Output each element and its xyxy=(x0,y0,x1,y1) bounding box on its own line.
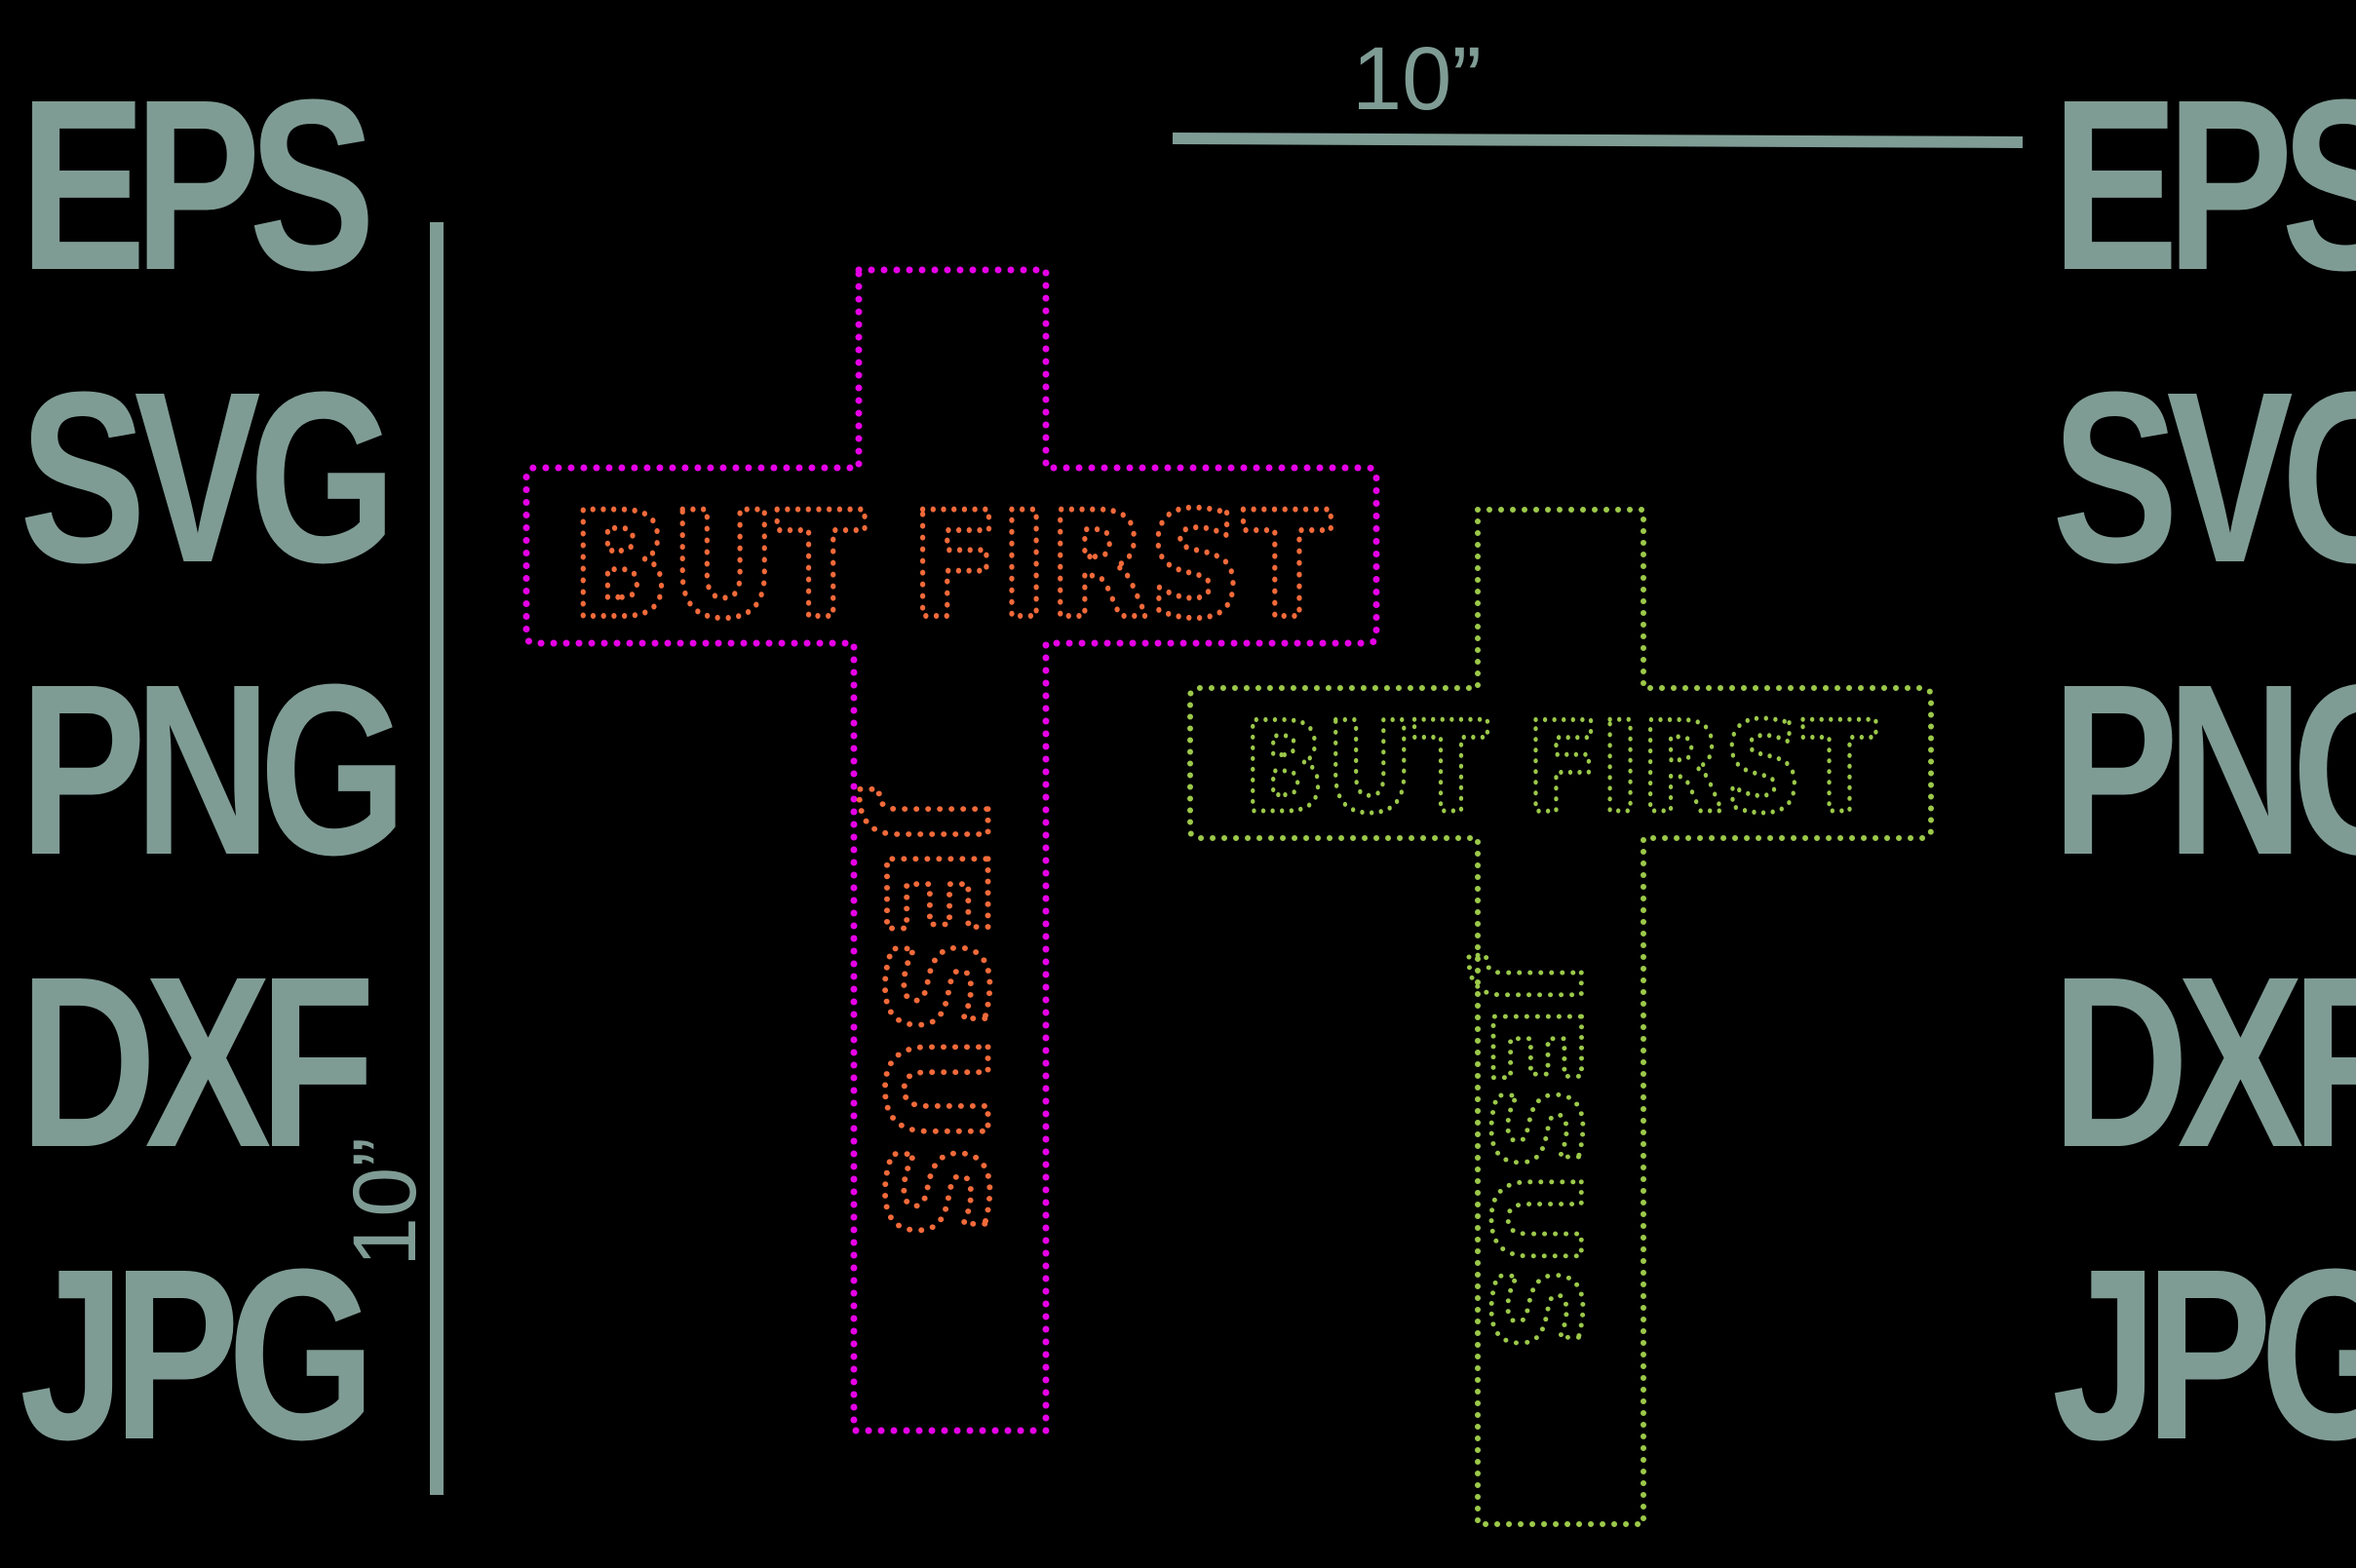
height-dimension-label: 10” xyxy=(335,1137,435,1267)
width-dimension-line xyxy=(1172,133,2024,148)
cross-design-green: BUT FIRST JESUS xyxy=(1187,507,1934,1527)
format-list-left: EPS SVG PNG DXF JPG xyxy=(19,39,407,1501)
cross-text-but-first-pink: BUT FIRST xyxy=(571,481,1332,651)
cross-text-jesus-pink: JESUS xyxy=(854,789,1015,1241)
format-list-right: EPS SVG PNG DXF JPG xyxy=(2052,39,2356,1501)
cross-design-pink: BUT FIRST JESUS xyxy=(522,266,1380,1434)
cross-outline-green xyxy=(1187,507,1934,1527)
cross-text-but-first-green: BUT FIRST xyxy=(1243,696,1876,841)
cross-text-jesus-green: JESUS xyxy=(1464,955,1604,1352)
width-dimension-label: 10” xyxy=(1352,29,1482,129)
cross-outline-pink xyxy=(522,266,1380,1434)
